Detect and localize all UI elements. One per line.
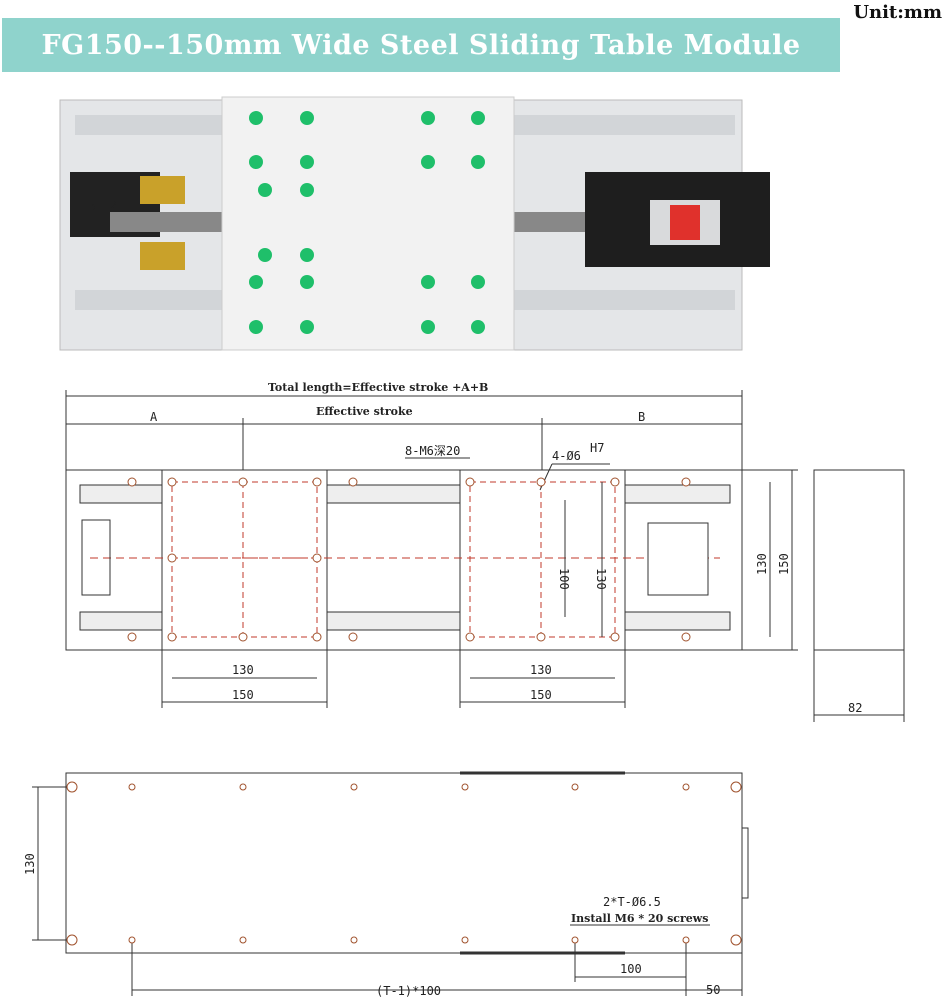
mount-hole [300,248,314,262]
base-hole [239,936,247,944]
mount-hole [421,111,435,125]
screw-hole [312,553,322,563]
mount-hole [258,248,272,262]
base-hole [682,783,690,791]
mount-hole [258,183,272,197]
mount-hole [421,275,435,289]
hole-note: 2*T-Ø6.5 [603,895,661,909]
mount-hole [300,111,314,125]
base-hole [128,936,136,944]
total-length-label: Total length=Effective stroke +A+B [268,381,488,394]
top-view [65,390,905,722]
dim-130-left: 130 [232,663,254,677]
dim-150-left: 150 [232,688,254,702]
bottom-dim-130: 130 [23,853,37,875]
bottom-dim-50: 50 [706,983,720,997]
screw-hole [465,477,475,487]
base-hole [682,936,690,944]
screw-hole [238,632,248,642]
dim-100: 100 [557,568,571,590]
base-hole [350,936,358,944]
title: FG150--150mm Wide Steel Sliding Table Mo… [41,29,801,61]
screw-hole [610,477,620,487]
base-hole [461,936,469,944]
screw-hole [610,632,620,642]
corner-hole [730,934,742,946]
bottom-dim-100: 100 [620,962,642,976]
base-hole [571,936,579,944]
a-label: A [150,410,158,424]
bearing-label: BF12 [88,199,117,213]
screw-hole [465,632,475,642]
mount-hole [300,183,314,197]
product-photo: BF12 [59,96,770,351]
dim-150-mid: 150 [530,688,552,702]
corner-hole [730,781,742,793]
base-hole [239,783,247,791]
effective-stroke-label: Effective stroke [316,405,413,418]
screw-hole [238,477,248,487]
dim-130-right: 130 [755,553,769,575]
mount-hole [421,155,435,169]
install-note: Install M6 * 20 screws [571,912,708,925]
bottom-view [32,771,749,996]
mount-hole [471,320,485,334]
screw-hole [681,477,691,487]
thread-note: 8-M6深20 [405,444,460,458]
base-hole [571,783,579,791]
mount-hole [249,275,263,289]
mount-hole [249,155,263,169]
green-holes [249,111,485,334]
screw-hole [127,477,137,487]
mount-hole [471,275,485,289]
screw-hole [312,477,322,487]
screw-hole [348,477,358,487]
title-banner: FG150--150mm Wide Steel Sliding Table Mo… [2,18,840,72]
pin-note: 4-Ø6 [552,449,581,463]
base-hole [128,783,136,791]
corner-hole [66,781,78,793]
screw-hole [348,632,358,642]
pin-tolerance: H7 [590,441,604,455]
mount-hole [300,155,314,169]
dim-130-inner: 130 [594,568,608,590]
screw-hole [536,632,546,642]
b-label: B [638,410,645,424]
mount-hole [300,320,314,334]
mount-hole [249,320,263,334]
base-hole [350,783,358,791]
dim-150-right: 150 [777,553,791,575]
mount-hole [300,275,314,289]
screw-hole [127,632,137,642]
dim-130-mid: 130 [530,663,552,677]
mount-hole [471,111,485,125]
screw-hole [312,632,322,642]
mount-hole [249,111,263,125]
screw-hole [681,632,691,642]
screw-hole [167,553,177,563]
screw-hole [167,632,177,642]
screw-hole [167,477,177,487]
corner-hole [66,934,78,946]
unit-label: Unit:mm [853,2,942,23]
side-dim-82: 82 [848,701,862,715]
screw-hole [536,477,546,487]
pitch-dim: (T-1)*100 [376,984,441,998]
mount-hole [421,320,435,334]
mount-hole [471,155,485,169]
base-hole [461,783,469,791]
